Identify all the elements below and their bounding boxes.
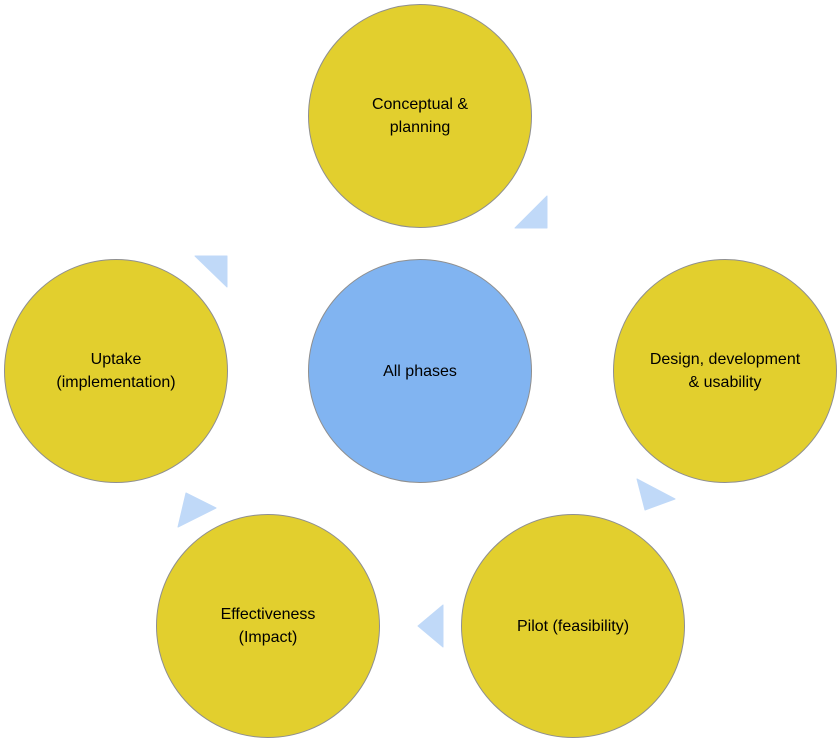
arrow-design-to-pilot — [636, 478, 676, 511]
arrow-effectiveness-to-uptake — [177, 492, 217, 528]
phase-pilot: Pilot (feasibility) — [461, 514, 685, 738]
phase-pilot-label: Pilot (feasibility) — [516, 617, 630, 635]
arrow-uptake-to-conceptual — [194, 255, 228, 288]
phase-conceptual-planning-label: Conceptual & planning — [371, 96, 469, 136]
phase-uptake: Uptake (implementation) — [4, 259, 228, 483]
center-all-phases-label: All phases — [383, 362, 457, 380]
phase-design-development-label: Design, development & usability — [649, 351, 801, 391]
phase-effectiveness: Effectiveness (Impact) — [156, 514, 380, 738]
phase-uptake-label: Uptake (implementation) — [56, 351, 176, 391]
phase-conceptual-planning: Conceptual & planning — [308, 4, 532, 228]
arrow-conceptual-to-design — [514, 195, 548, 229]
center-all-phases: All phases — [308, 259, 532, 483]
phase-design-development: Design, development & usability — [613, 259, 837, 483]
arrow-pilot-to-effectiveness — [417, 604, 444, 648]
phase-effectiveness-label: Effectiveness (Impact) — [220, 606, 316, 646]
